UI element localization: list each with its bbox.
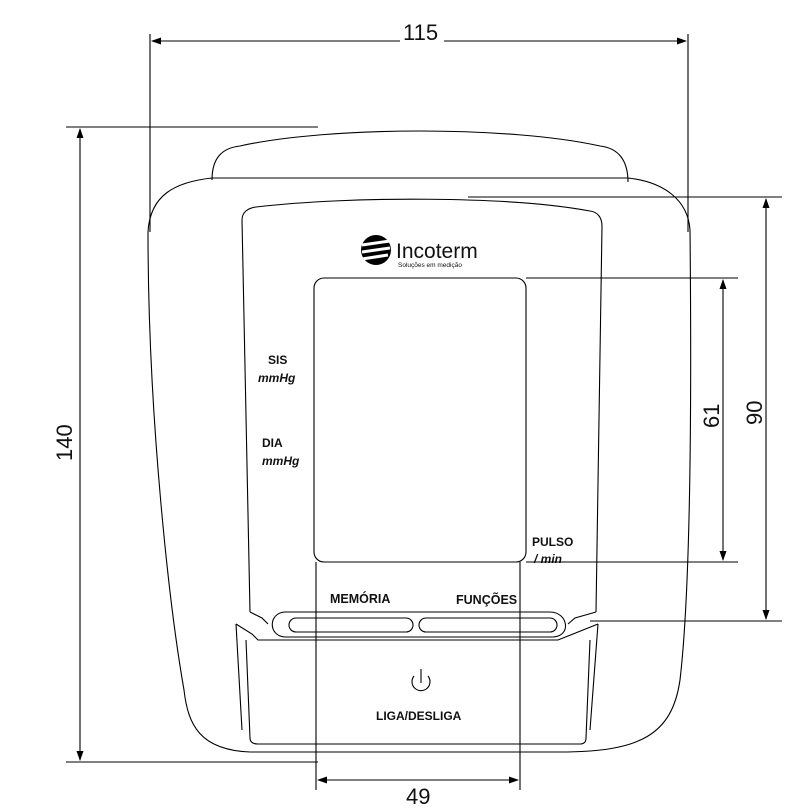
dimension-front-panel-height: 90 — [468, 196, 782, 622]
dimension-height-value: 140 — [52, 424, 77, 461]
lower-panel-side-right — [589, 623, 599, 731]
dimension-width-value: 115 — [403, 20, 438, 45]
dimension-screen-height-value: 61 — [699, 404, 724, 428]
dimension-width: 115 — [149, 20, 689, 232]
dimension-front-panel-height-value: 90 — [742, 401, 767, 425]
dimension-screen-height: 61 — [526, 277, 738, 563]
diastolic-label: DIA — [262, 436, 283, 450]
button-strip — [271, 611, 566, 638]
functions-button-label: FUNÇÕES — [456, 592, 517, 607]
outer-shell — [147, 177, 692, 753]
button-strip-top-line-right — [567, 611, 597, 625]
device-body — [147, 130, 692, 753]
functions-button[interactable] — [418, 617, 558, 633]
power-button-label: LIGA/DESLIGA — [376, 709, 462, 723]
systolic-unit: mmHg — [258, 371, 296, 385]
dimension-screen-width: 49 — [315, 562, 521, 808]
brand-name: Incoterm — [396, 240, 478, 263]
brand-tagline: Soluções em medição — [398, 262, 462, 269]
dimension-screen-width-value: 49 — [406, 784, 430, 808]
diastolic-unit: mmHg — [262, 454, 300, 468]
incoterm-logo-icon — [361, 235, 391, 265]
systolic-label: SIS — [268, 353, 287, 367]
top-cap — [211, 130, 629, 183]
button-strip-top-line — [249, 611, 269, 625]
power-icon[interactable] — [411, 669, 431, 692]
pulse-label: PULSO — [532, 535, 573, 549]
lower-panel — [235, 623, 599, 641]
front-panel — [241, 198, 603, 613]
power-panel — [245, 639, 591, 745]
lower-panel-side-left — [235, 623, 243, 731]
pulse-unit: / min — [533, 552, 562, 566]
memory-button-label: MEMÓRIA — [330, 591, 390, 606]
lcd-screen — [313, 277, 527, 563]
memory-button[interactable] — [288, 617, 414, 633]
dimension-height: 140 — [52, 126, 318, 763]
